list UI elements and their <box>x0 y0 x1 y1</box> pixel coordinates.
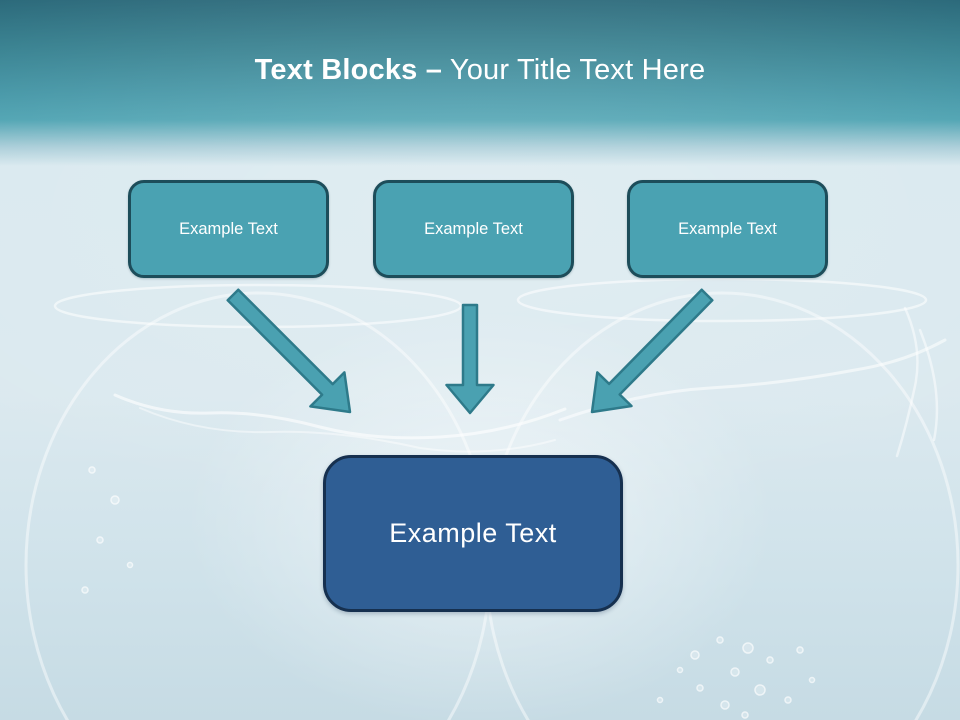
arrow-right-icon[interactable] <box>590 288 714 414</box>
slide-title: Text Blocks – Your Title Text Here <box>0 54 960 87</box>
title-strong: Text Blocks – <box>254 54 443 86</box>
text-block-1-label: Example Text <box>179 219 278 238</box>
text-block-1[interactable]: Example Text <box>128 180 329 278</box>
text-block-3[interactable]: Example Text <box>627 180 828 278</box>
summary-block[interactable]: Example Text <box>323 455 623 612</box>
text-block-3-label: Example Text <box>678 219 777 238</box>
arrow-down-icon[interactable] <box>445 303 495 415</box>
summary-block-label: Example Text <box>389 518 557 548</box>
arrow-left-icon[interactable] <box>226 288 352 414</box>
title-light: Your Title Text Here <box>449 54 706 86</box>
text-block-2[interactable]: Example Text <box>373 180 574 278</box>
text-block-2-label: Example Text <box>424 219 523 238</box>
